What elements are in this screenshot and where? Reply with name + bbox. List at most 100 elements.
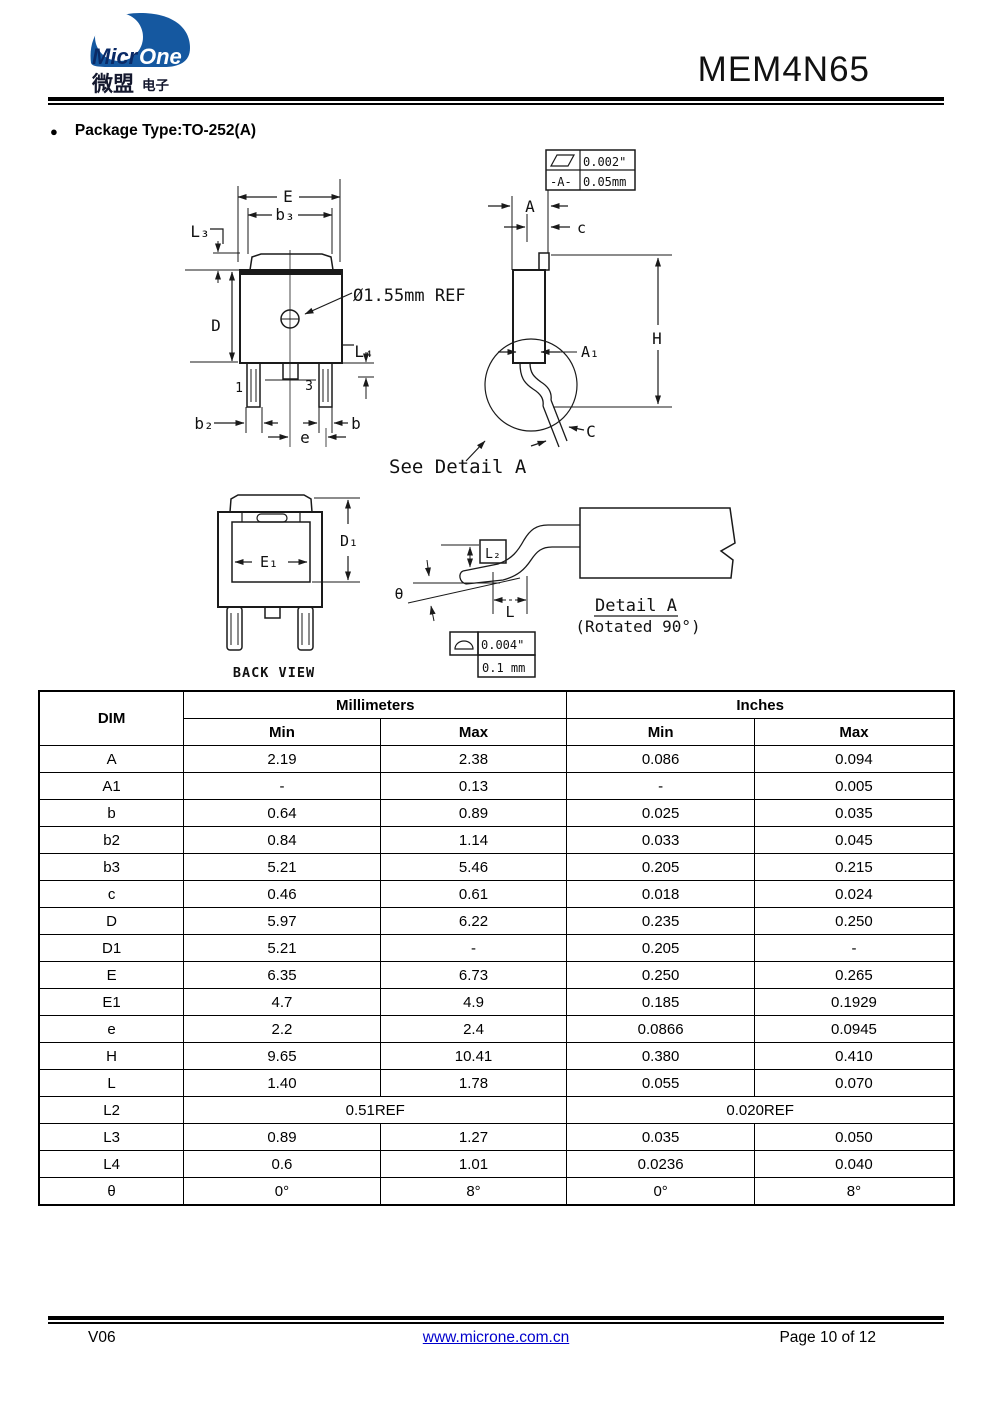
table-cell: 0.235 <box>566 907 755 935</box>
dim-label-e: e <box>300 428 310 447</box>
table-cell: 0.1929 <box>753 988 955 1016</box>
table-cell: - <box>753 934 955 962</box>
dim-label-b2: b₂ <box>194 414 213 433</box>
table-cell: 0.51REF <box>183 1096 568 1124</box>
table-cell: 0.0945 <box>753 1015 955 1043</box>
col-header-in-min: Min <box>566 718 755 746</box>
microne-logo: Micr One 微盟 电子 <box>90 13 190 96</box>
table-cell: 0.045 <box>753 826 955 854</box>
table-cell: L4 <box>38 1150 185 1178</box>
detail-a-drawing: θ L₂ L 0.004" 0.1 mm Detail A <box>394 507 736 678</box>
table-cell: 5.97 <box>183 907 381 935</box>
dim-label-C: C <box>586 422 596 441</box>
table-cell: 0.46 <box>183 880 381 908</box>
table-cell: 0° <box>566 1177 755 1206</box>
table-cell: 0.055 <box>566 1069 755 1097</box>
table-cell: 0.64 <box>183 799 381 827</box>
col-group-millimeters: Millimeters <box>183 690 568 719</box>
logo-circle-cutout <box>95 13 143 61</box>
footer-rule <box>48 1316 944 1324</box>
part-number-title: MEM4N65 <box>697 50 870 89</box>
table-cell: 5.46 <box>379 853 568 881</box>
pin1-number: 1 <box>235 381 243 396</box>
table-cell: 1.78 <box>379 1069 568 1097</box>
col-header-in-max: Max <box>753 718 955 746</box>
profile-symbol-icon <box>454 640 474 650</box>
table-cell: E <box>38 961 185 989</box>
dim-label-L: L <box>505 603 514 621</box>
front-view-drawing: Ø1.55mm REF 1 3 E b₃ L₃ <box>185 179 466 447</box>
table-cell: 6.22 <box>379 907 568 935</box>
table-cell: 1.01 <box>379 1150 568 1178</box>
table-cell: 10.41 <box>379 1042 568 1070</box>
table-cell: 4.7 <box>183 988 381 1016</box>
table-cell: 0.020REF <box>566 1096 955 1124</box>
table-cell: - <box>566 772 755 800</box>
hole-diameter-callout: Ø1.55mm REF <box>353 286 466 306</box>
datum-a-label: -A- <box>550 175 572 189</box>
table-cell: 0.265 <box>753 961 955 989</box>
col-header-mm-max: Max <box>379 718 568 746</box>
dim-label-b3: b₃ <box>275 205 294 224</box>
dim-label-theta: θ <box>394 585 403 603</box>
detail-a-subtitle: (Rotated 90°) <box>575 617 700 636</box>
page-footer: V06 www.microne.com.cn Page 10 of 12 <box>48 1329 944 1349</box>
table-cell: 0.025 <box>566 799 755 827</box>
flatness-symbol-icon <box>549 154 576 167</box>
table-cell: 0.205 <box>566 853 755 881</box>
table-cell: D <box>38 907 185 935</box>
back-view-drawing: E₁ D₁ BACK VIEW <box>217 494 360 681</box>
website-link[interactable]: www.microne.com.cn <box>422 1329 570 1346</box>
profile-tol-inches: 0.004" <box>481 638 524 652</box>
table-cell: 0.410 <box>753 1042 955 1070</box>
table-cell: 0.84 <box>183 826 381 854</box>
logo-chinese-main: 微盟 <box>91 72 134 96</box>
table-cell: 0.250 <box>753 907 955 935</box>
table-cell: 1.40 <box>183 1069 381 1097</box>
dim-label-E1: E₁ <box>260 553 278 571</box>
table-cell: 2.4 <box>379 1015 568 1043</box>
table-cell: E1 <box>38 988 185 1016</box>
table-cell: 5.21 <box>183 853 381 881</box>
table-cell: 0.005 <box>753 772 955 800</box>
profile-tol-mm: 0.1 mm <box>482 661 525 675</box>
table-cell: θ <box>38 1177 185 1206</box>
table-cell: e <box>38 1015 185 1043</box>
logo-brand-micr: Micr <box>92 44 139 69</box>
table-cell: L3 <box>38 1123 185 1151</box>
table-cell: 0.070 <box>753 1069 955 1097</box>
col-header-dim: DIM <box>38 690 185 746</box>
table-cell: - <box>183 772 381 800</box>
table-header-row: DIM Millimeters Inches <box>38 690 955 746</box>
package-outline-drawing: Ø1.55mm REF 1 3 E b₃ L₃ <box>185 149 736 681</box>
table-subheader-row: Min Max Min Max <box>39 718 955 746</box>
table-cell: 0.13 <box>379 772 568 800</box>
table-cell: 6.35 <box>183 961 381 989</box>
table-cell: 8° <box>753 1177 955 1206</box>
table-cell: 0.89 <box>379 799 568 827</box>
table-cell: 8° <box>379 1177 568 1206</box>
flatness-tolerance-box: 0.002" -A- 0.05mm <box>545 149 636 191</box>
table-cell: 9.65 <box>183 1042 381 1070</box>
table-cell: b <box>38 799 185 827</box>
dim-label-L3: L₃ <box>190 222 209 241</box>
bullet-icon: ● <box>50 123 58 139</box>
page-number: Page 10 of 12 <box>779 1329 876 1346</box>
table-cell: 0.035 <box>566 1123 755 1151</box>
col-header-mm-min: Min <box>183 718 381 746</box>
table-cell: 6.73 <box>379 961 568 989</box>
logo-chinese-sub: 电子 <box>142 77 169 93</box>
table-cell: A <box>38 745 185 773</box>
table-cell: 0.250 <box>566 961 755 989</box>
table-cell: 0.185 <box>566 988 755 1016</box>
